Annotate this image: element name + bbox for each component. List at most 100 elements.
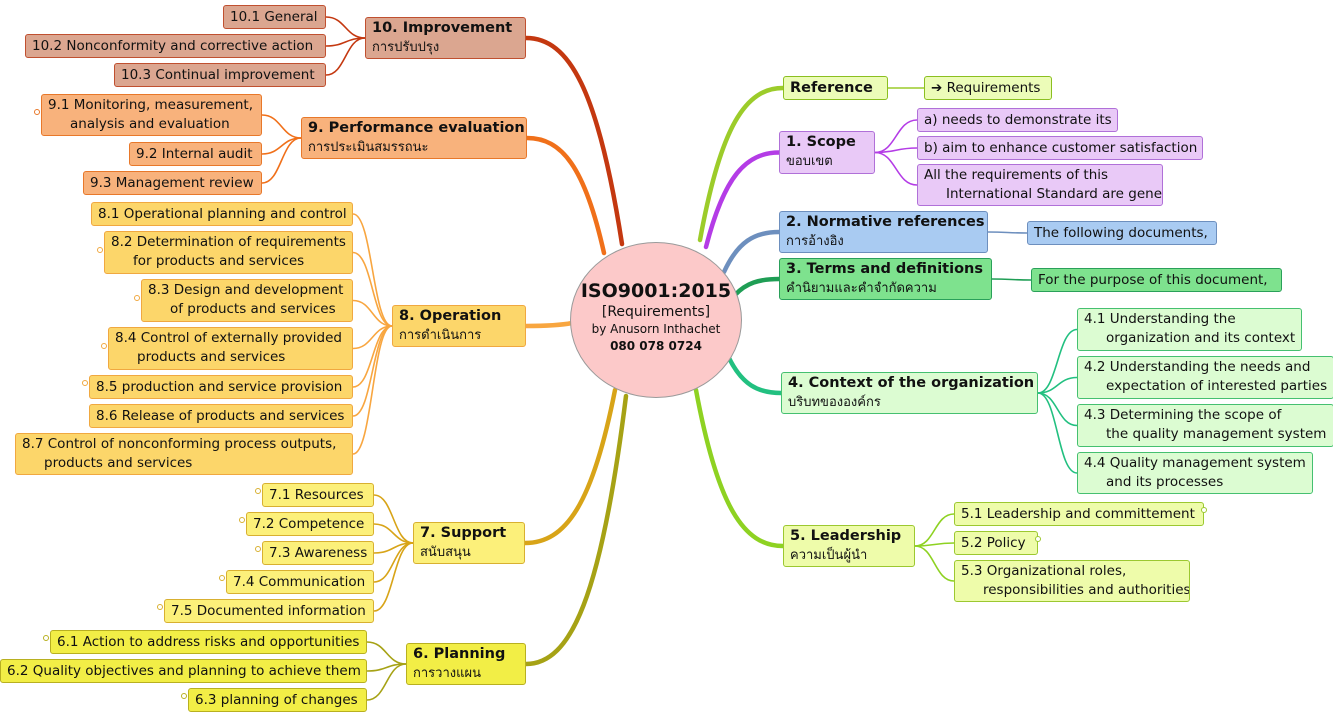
topic-ref[interactable]: Reference (783, 76, 888, 100)
topic-b7-label-line2: สนับสนุน (420, 545, 471, 560)
topic-b10-label: 10. Improvement (372, 20, 513, 36)
subtopic-b7-1[interactable]: 7.1 Resources (262, 483, 374, 507)
subtopic-b8-6[interactable]: 8.6 Release of products and services (89, 404, 353, 428)
subtopic-b10-1[interactable]: 10.1 General (223, 5, 326, 29)
subtopic-line-b4-3 (1037, 392, 1078, 474)
subtopic-ref-1[interactable]: ➔ Requirements (924, 76, 1052, 100)
subtopic-b6-1[interactable]: 6.1 Action to address risks and opportun… (50, 630, 367, 654)
subtopic-b9-1[interactable]: 9.1 Monitoring, measurement,analysis and… (41, 94, 262, 136)
subtopic-b4-2-label: 4.2 Understanding the needs and (1084, 359, 1311, 375)
subtopic-line-b6-0 (366, 641, 407, 665)
branch-line-b7 (522, 387, 618, 546)
subtopic-b7-5[interactable]: 7.5 Documented information (164, 599, 374, 623)
subtopic-b8-7[interactable]: 8.7 Control of nonconforming process out… (15, 433, 353, 475)
subtopic-b3-1[interactable]: For the purpose of this document, (1031, 268, 1282, 292)
subtopic-line-b4-1 (1037, 376, 1078, 394)
subtopic-line-b9-2 (261, 137, 302, 184)
subtopic-b7-5-label: 7.5 Documented information (171, 603, 366, 619)
collapse-dot-b6-0[interactable] (43, 635, 49, 641)
collapse-dot-b7-0[interactable] (255, 488, 261, 494)
subtopic-b8-7-label: 8.7 Control of nonconforming process out… (22, 436, 337, 452)
subtopic-b9-3[interactable]: 9.3 Management review (83, 171, 262, 195)
subtopic-b7-3[interactable]: 7.3 Awareness (262, 541, 374, 565)
collapse-dot-b8-2[interactable] (101, 343, 107, 349)
subtopic-b8-1[interactable]: 8.1 Operational planning and control (91, 202, 353, 226)
subtopic-line-b1-1 (874, 147, 918, 154)
subtopic-b10-2[interactable]: 10.2 Nonconformity and corrective action (25, 34, 326, 58)
branch-line-b1 (703, 150, 782, 250)
topic-b9-label: 9. Performance evaluation (308, 120, 525, 136)
subtopic-b7-4[interactable]: 7.4 Communication (226, 570, 374, 594)
subtopic-b1-1-label: a) needs to demonstrate its (924, 112, 1112, 128)
subtopic-b5-3-label-line2: responsibilities and authorities (983, 582, 1190, 598)
subtopic-b8-3-label: 8.3 Design and development (148, 282, 344, 298)
collapse-dot-b6-1[interactable] (181, 693, 187, 699)
subtopic-b5-2-label: 5.2 Policy (961, 535, 1026, 551)
subtopic-b5-1-label: 5.1 Leadership and committement (961, 506, 1195, 522)
collapse-dot-b8-0[interactable] (97, 247, 103, 253)
subtopic-b6-3[interactable]: 6.3 planning of changes (188, 688, 367, 712)
subtopic-line-b5-0 (914, 513, 955, 547)
subtopic-b7-3-label: 7.3 Awareness (269, 545, 368, 561)
collapse-dot-b7-2[interactable] (255, 546, 261, 552)
collapse-dot-b5-1[interactable] (1035, 536, 1041, 542)
subtopic-line-b1-2 (874, 151, 918, 186)
collapse-dot-b8-1[interactable] (134, 295, 140, 301)
subtopic-b9-1-label: 9.1 Monitoring, measurement, (48, 97, 254, 113)
topic-b2-label: 2. Normative references (786, 214, 985, 230)
subtopic-line-b7-4 (373, 542, 414, 612)
subtopic-b10-3-label: 10.3 Continual improvement (121, 67, 315, 83)
subtopic-b1-3-label: All the requirements of this (924, 167, 1109, 183)
topic-b4-label-line2: บริบทขององค์กร (788, 395, 881, 410)
collapse-dot-b7-4[interactable] (157, 604, 163, 610)
subtopic-b5-1[interactable]: 5.1 Leadership and committement (954, 502, 1204, 526)
collapse-dot-b8-3[interactable] (82, 380, 88, 386)
subtopic-b7-2[interactable]: 7.2 Competence (246, 512, 374, 536)
branch-line-b2 (721, 229, 782, 275)
subtopic-b6-2[interactable]: 6.2 Quality objectives and planning to a… (0, 659, 367, 683)
subtopic-line-b7-0 (373, 494, 414, 544)
branch-line-b6 (523, 393, 629, 667)
subtopic-b9-2[interactable]: 9.2 Internal audit (129, 142, 262, 166)
branch-line-ref (697, 85, 786, 243)
subtopic-b1-1[interactable]: a) needs to demonstrate its (917, 108, 1118, 132)
subtopic-b8-6-label: 8.6 Release of products and services (96, 408, 345, 424)
subtopic-line-b8-5 (352, 325, 393, 417)
subtopic-line-b2-0 (987, 231, 1028, 234)
subtopic-b1-2[interactable]: b) aim to enhance customer satisfaction (917, 136, 1203, 160)
subtopic-b8-5[interactable]: 8.5 production and service provision (89, 375, 353, 399)
subtopic-b10-2-label: 10.2 Nonconformity and corrective action (32, 38, 314, 54)
topic-b1-label-line2: ขอบเขต (786, 154, 833, 169)
subtopic-b2-1[interactable]: The following documents, (1027, 221, 1217, 245)
subtopic-b5-3[interactable]: 5.3 Organizational roles,responsibilitie… (954, 560, 1190, 602)
subtopic-line-b10-0 (325, 16, 366, 39)
collapse-dot-b5-0[interactable] (1201, 507, 1207, 513)
topic-b3-label-line2: คำนิยามและคำจำกัดความ (786, 281, 937, 296)
subtopic-line-b8-2 (352, 299, 393, 327)
collapse-dot-b7-1[interactable] (239, 517, 245, 523)
central-topic[interactable]: ISO9001:2015 [Requirements] by Anusorn I… (570, 242, 742, 398)
subtopic-b5-2[interactable]: 5.2 Policy (954, 531, 1038, 555)
collapse-dot-b7-3[interactable] (219, 575, 225, 581)
subtopic-line-b10-2 (325, 37, 366, 76)
subtopic-b10-3[interactable]: 10.3 Continual improvement (114, 63, 326, 87)
collapse-dot-b9-0[interactable] (34, 109, 40, 115)
